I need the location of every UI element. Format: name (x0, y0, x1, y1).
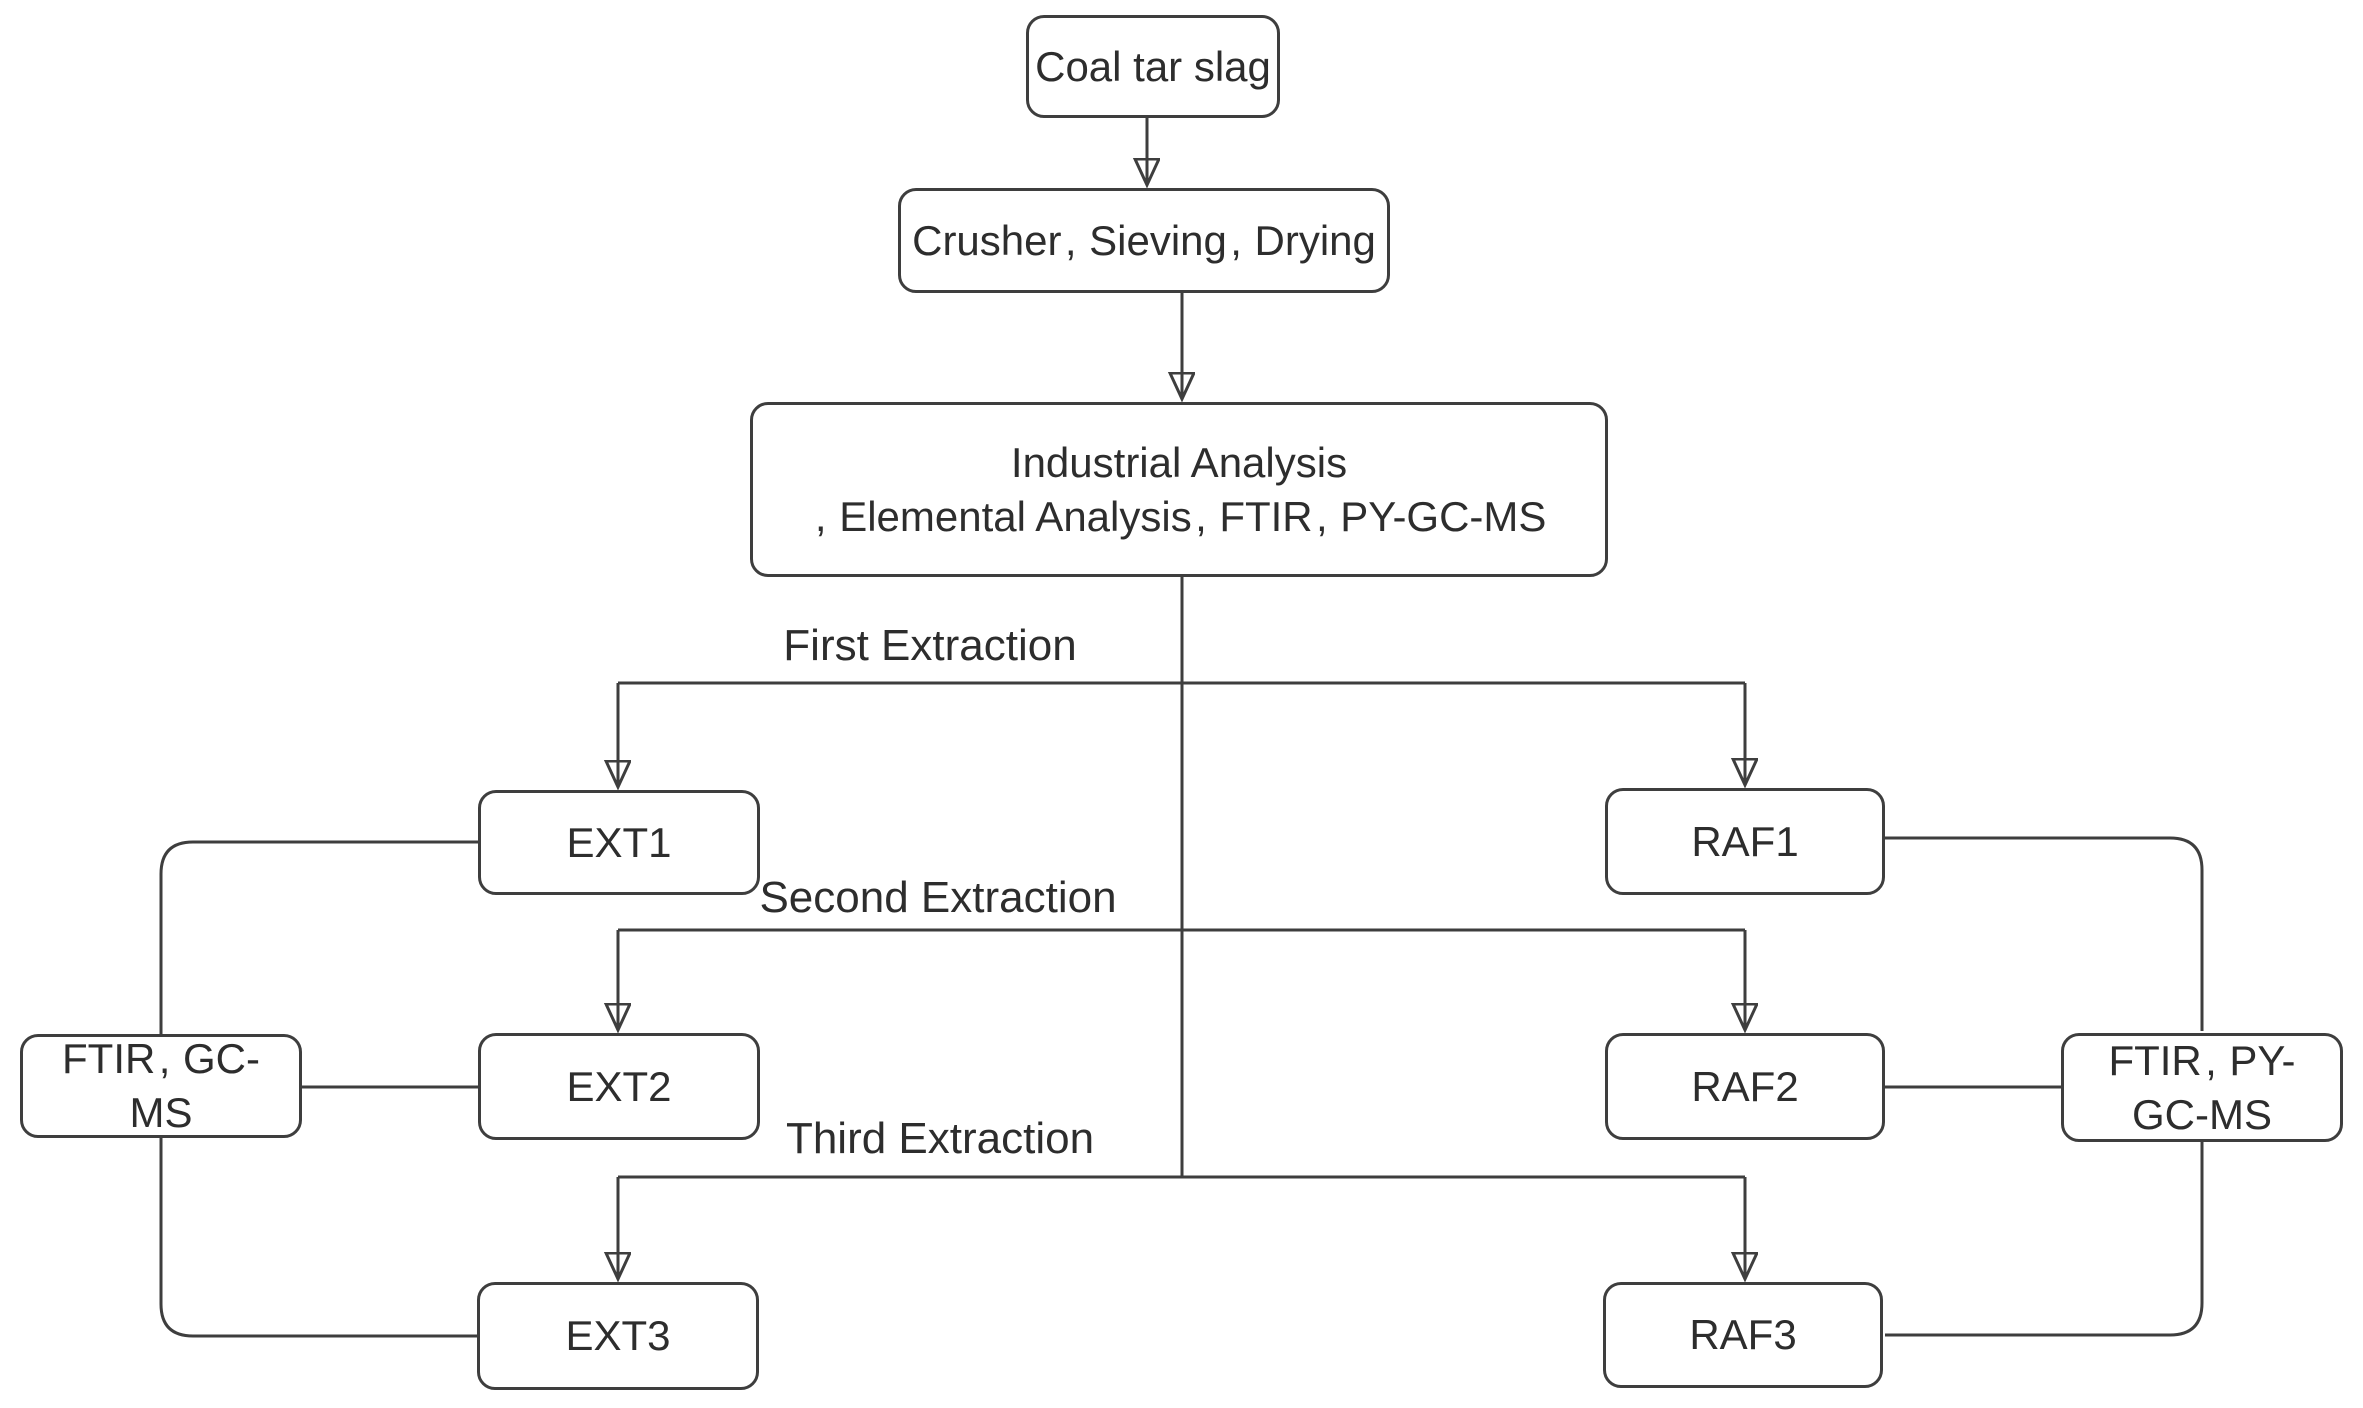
node-raf3: RAF3 (1603, 1282, 1883, 1388)
node-ftir-pygcms-line: GC-MS (2132, 1090, 2272, 1138)
node-ext1-line: EXT1 (566, 818, 672, 866)
label-second-extraction: Second Extraction (759, 873, 1117, 922)
node-ftir-gcms: FTIR,GC-MS (20, 1034, 302, 1138)
ideographic-comma: , (158, 1035, 171, 1083)
node-ext2-line: EXT2 (566, 1062, 672, 1110)
edge-ftir-gcms-to-ext1 (159, 840, 478, 1034)
node-crusher-line: Crusher,Sieving,Drying (912, 214, 1376, 268)
node-coal-tar-slag: Coal tar slag (1026, 15, 1280, 118)
ideographic-comma: , (1316, 492, 1328, 540)
node-raf1: RAF1 (1605, 788, 1885, 895)
node-raf2: RAF2 (1605, 1033, 1885, 1140)
node-ext1: EXT1 (478, 790, 760, 895)
ideographic-comma: , (2205, 1036, 2217, 1084)
node-coal-tar-slag-line: Coal tar slag (1035, 42, 1271, 90)
node-industrial-line: Industrial Analysis (1010, 438, 1348, 486)
label-third-extraction: Third Extraction (785, 1114, 1095, 1163)
node-ftir-pygcms-line: FTIR,PY- (2108, 1034, 2295, 1088)
node-ftir-gcms-line: MS (129, 1089, 193, 1136)
node-ext3-line: EXT3 (565, 1312, 671, 1360)
edge-raf1-to-ftir-pygcms (1885, 836, 2204, 1031)
ideographic-comma: , (1064, 216, 1077, 264)
node-ext2: EXT2 (478, 1033, 760, 1140)
node-ftir-gcms-line: FTIR,GC- (62, 1032, 260, 1086)
label-first-extraction: First Extraction (783, 621, 1077, 670)
node-industrial: Industrial Analysis,Elemental Analysis,F… (750, 402, 1608, 577)
node-industrial-line: ,Elemental Analysis,FTIR,PY-GC-MS (812, 490, 1547, 544)
node-crusher: Crusher,Sieving,Drying (898, 188, 1390, 293)
ideographic-comma: , (1195, 492, 1207, 540)
node-raf2-line: RAF2 (1691, 1062, 1799, 1110)
node-ext3: EXT3 (477, 1282, 759, 1390)
edge-ftir-gcms-to-ext3 (159, 1138, 477, 1338)
node-raf3-line: RAF3 (1689, 1311, 1797, 1359)
ideographic-comma: , (1230, 216, 1242, 264)
edge-ftir-pygcms-to-raf3 (1885, 1142, 2204, 1337)
node-ftir-pygcms: FTIR,PY-GC-MS (2061, 1033, 2343, 1142)
ideographic-comma: , (814, 492, 827, 540)
node-raf1-line: RAF1 (1691, 817, 1799, 865)
